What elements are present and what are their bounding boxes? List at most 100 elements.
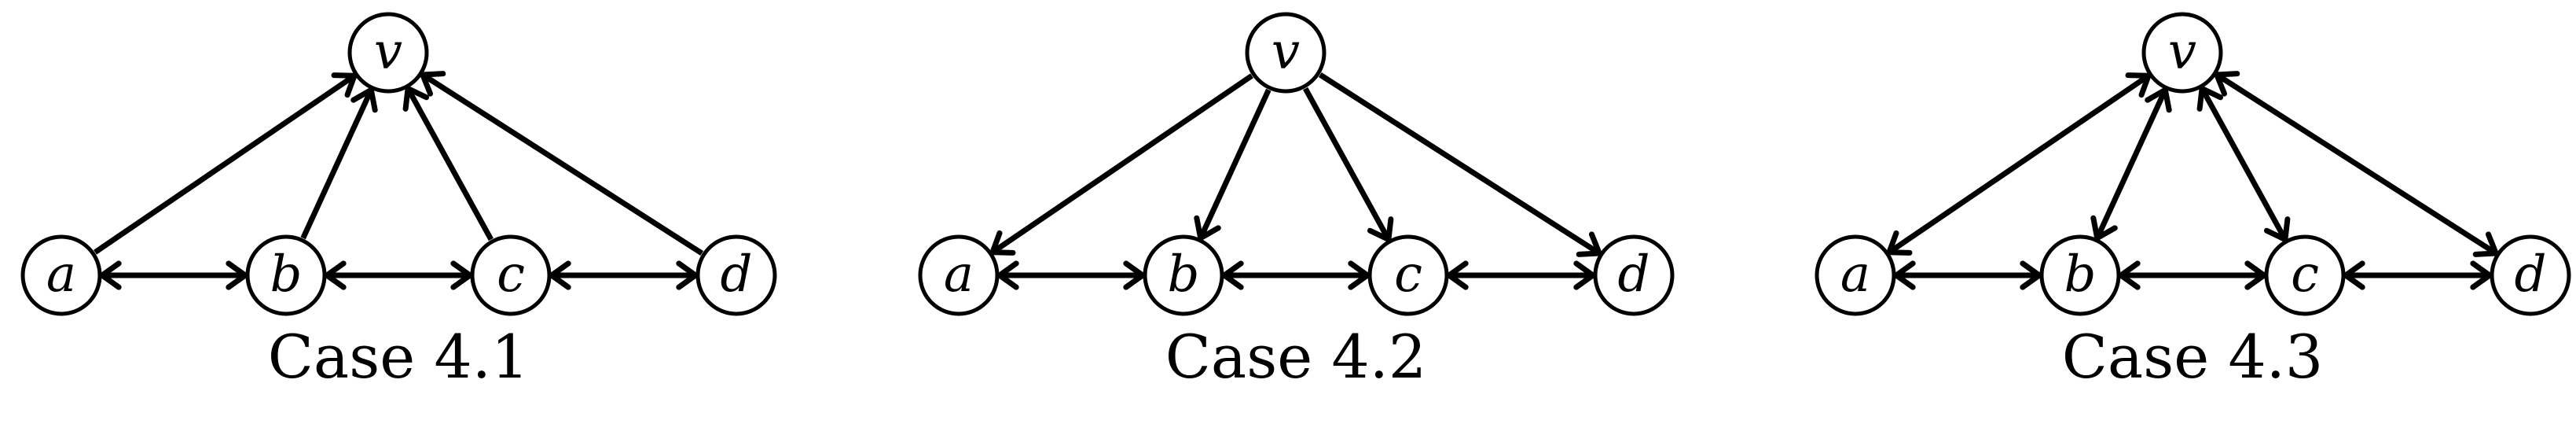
edge-line [300,88,374,240]
node-circle [2490,234,2571,316]
node-circle [695,234,777,316]
arrowhead-c [2263,216,2291,242]
node-d: d [695,234,777,316]
edge-line [1318,72,1602,256]
node-d: d [2490,234,2571,316]
arrowhead-v [2125,72,2152,98]
edge-line [405,87,494,241]
case-caption: Case 4.2 [1165,322,1426,392]
node-label: b [2064,245,2097,304]
arrowhead-a [989,230,1016,256]
edge-line [2215,72,2498,256]
node-b: b [1143,234,1224,316]
arrowhead-a [1893,260,1916,290]
node-label: d [1618,245,1650,304]
edge-line [420,72,704,256]
node-label: d [721,245,753,304]
arrowhead-b [1221,260,1244,290]
edge-a-v [94,72,358,255]
node-circle [2039,234,2121,316]
arrowhead-d [2472,231,2499,257]
node-v: v [347,12,429,94]
node-a: a [918,234,1000,316]
node-circle [918,234,1000,316]
edge-c-d [549,260,699,290]
node-circle [20,234,102,316]
arrowhead-a [996,260,1019,290]
node-label: v [2168,23,2196,81]
arrowhead-a [1886,230,1913,256]
node-b: b [2039,234,2121,316]
edge-v-c [2196,86,2291,242]
node-label: a [1840,245,1870,304]
arrowhead-d [1576,231,1602,257]
node-label: c [2291,245,2319,304]
edge-v-d [1318,72,1602,257]
edge-line [1303,87,1391,241]
edge-line [1198,88,1271,240]
node-circle [1593,234,1675,316]
edge-line [991,73,1253,255]
arrowhead-v [2196,86,2224,112]
node-a: a [1815,234,1896,316]
node-label: c [497,245,525,304]
edge-v-a [1886,72,2152,256]
arrowhead-c [1367,216,1394,242]
arrowhead-c [2343,260,2365,290]
node-label: c [1394,245,1422,304]
edge-v-d [2214,71,2499,257]
node-label: b [270,245,303,304]
arrowhead-b [226,260,248,290]
node-circle [1815,234,1896,316]
arrowhead-c [450,260,473,290]
node-circle [1143,234,1224,316]
node-label: b [1168,245,1200,304]
node-circle [1245,12,1327,94]
edge-c-d [2343,260,2493,290]
node-circle [245,234,327,316]
arrowhead-b [324,260,347,290]
arrowhead-v [2145,87,2172,113]
edge-a-b [1893,260,2042,290]
arrowhead-b [2118,260,2141,290]
node-c: c [1367,234,1449,316]
node-circle [2141,12,2223,94]
edge-line [2200,87,2288,241]
node-label: a [944,245,974,304]
arrowhead-v [350,87,378,113]
arrowhead-v [2214,71,2240,97]
node-label: v [1271,23,1300,81]
node-circle [2264,234,2346,316]
arrowhead-v [331,72,358,98]
edge-a-b [996,260,1146,290]
edge-line [1888,73,2150,255]
node-label: a [46,245,76,304]
edge-b-v [300,87,378,240]
node-b: b [245,234,327,316]
arrowhead-c [549,260,571,290]
arrowhead-c [1348,260,1371,290]
node-label: v [374,23,402,81]
case-caption: Case 4.1 [268,322,529,392]
edge-v-b [2090,87,2172,241]
arrowhead-v [402,86,430,112]
node-a: a [20,234,102,316]
node-c: c [2264,234,2346,316]
node-label: d [2515,245,2547,304]
arrowhead-b [2090,215,2118,241]
edge-c-d [1446,260,1596,290]
arrowhead-c [1446,260,1469,290]
node-c: c [470,234,552,316]
edge-b-c [324,260,473,290]
edge-v-a [989,73,1253,256]
edge-a-b [99,260,248,290]
node-v: v [1245,12,1327,94]
edge-b-c [1221,260,1371,290]
arrowhead-d [676,260,699,290]
edge-c-v [402,86,494,241]
node-circle [470,234,552,316]
